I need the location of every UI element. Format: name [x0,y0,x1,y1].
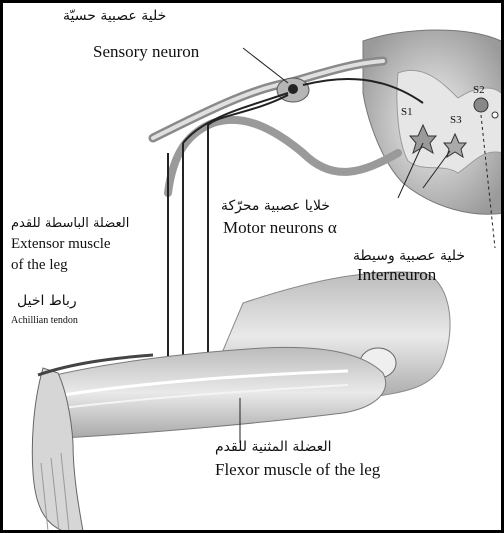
achilles-tendon-label-en: Achillian tendon [11,316,78,327]
s2-label: S2 [473,85,485,97]
ventral-root [168,120,398,193]
motor-neurons-label-en: Motor neurons α [223,219,337,237]
extensor-muscle-label-en-2: of the leg [11,258,68,274]
interneuron-label-ar: خلية عصبية وسيطة [353,249,465,264]
sensory-neuron-label-en: Sensory neuron [93,43,199,61]
s3-label: S3 [450,115,462,127]
interneuron-label-en: Interneuron [357,266,436,284]
extensor-muscle-label-ar: العضلة الباسطة للقدم [11,217,129,231]
interneuron-s2 [474,98,488,112]
sensory-neuron-label-ar: خلية عصبية حسيّة [63,9,166,24]
achilles-tendon-label-ar: رباط اخيل [17,294,77,309]
flexor-muscle-label-en: Flexor muscle of the leg [215,461,380,479]
flexor-muscle-label-ar: العضلة المثنية للقدم [215,440,332,455]
sensory-neuron-body [288,84,298,94]
motor-neurons-label-ar: خلايا عصبية محرّكة [221,199,330,214]
extensor-muscle-label-en-1: Extensor muscle [11,237,111,253]
s1-label: S1 [401,107,413,119]
